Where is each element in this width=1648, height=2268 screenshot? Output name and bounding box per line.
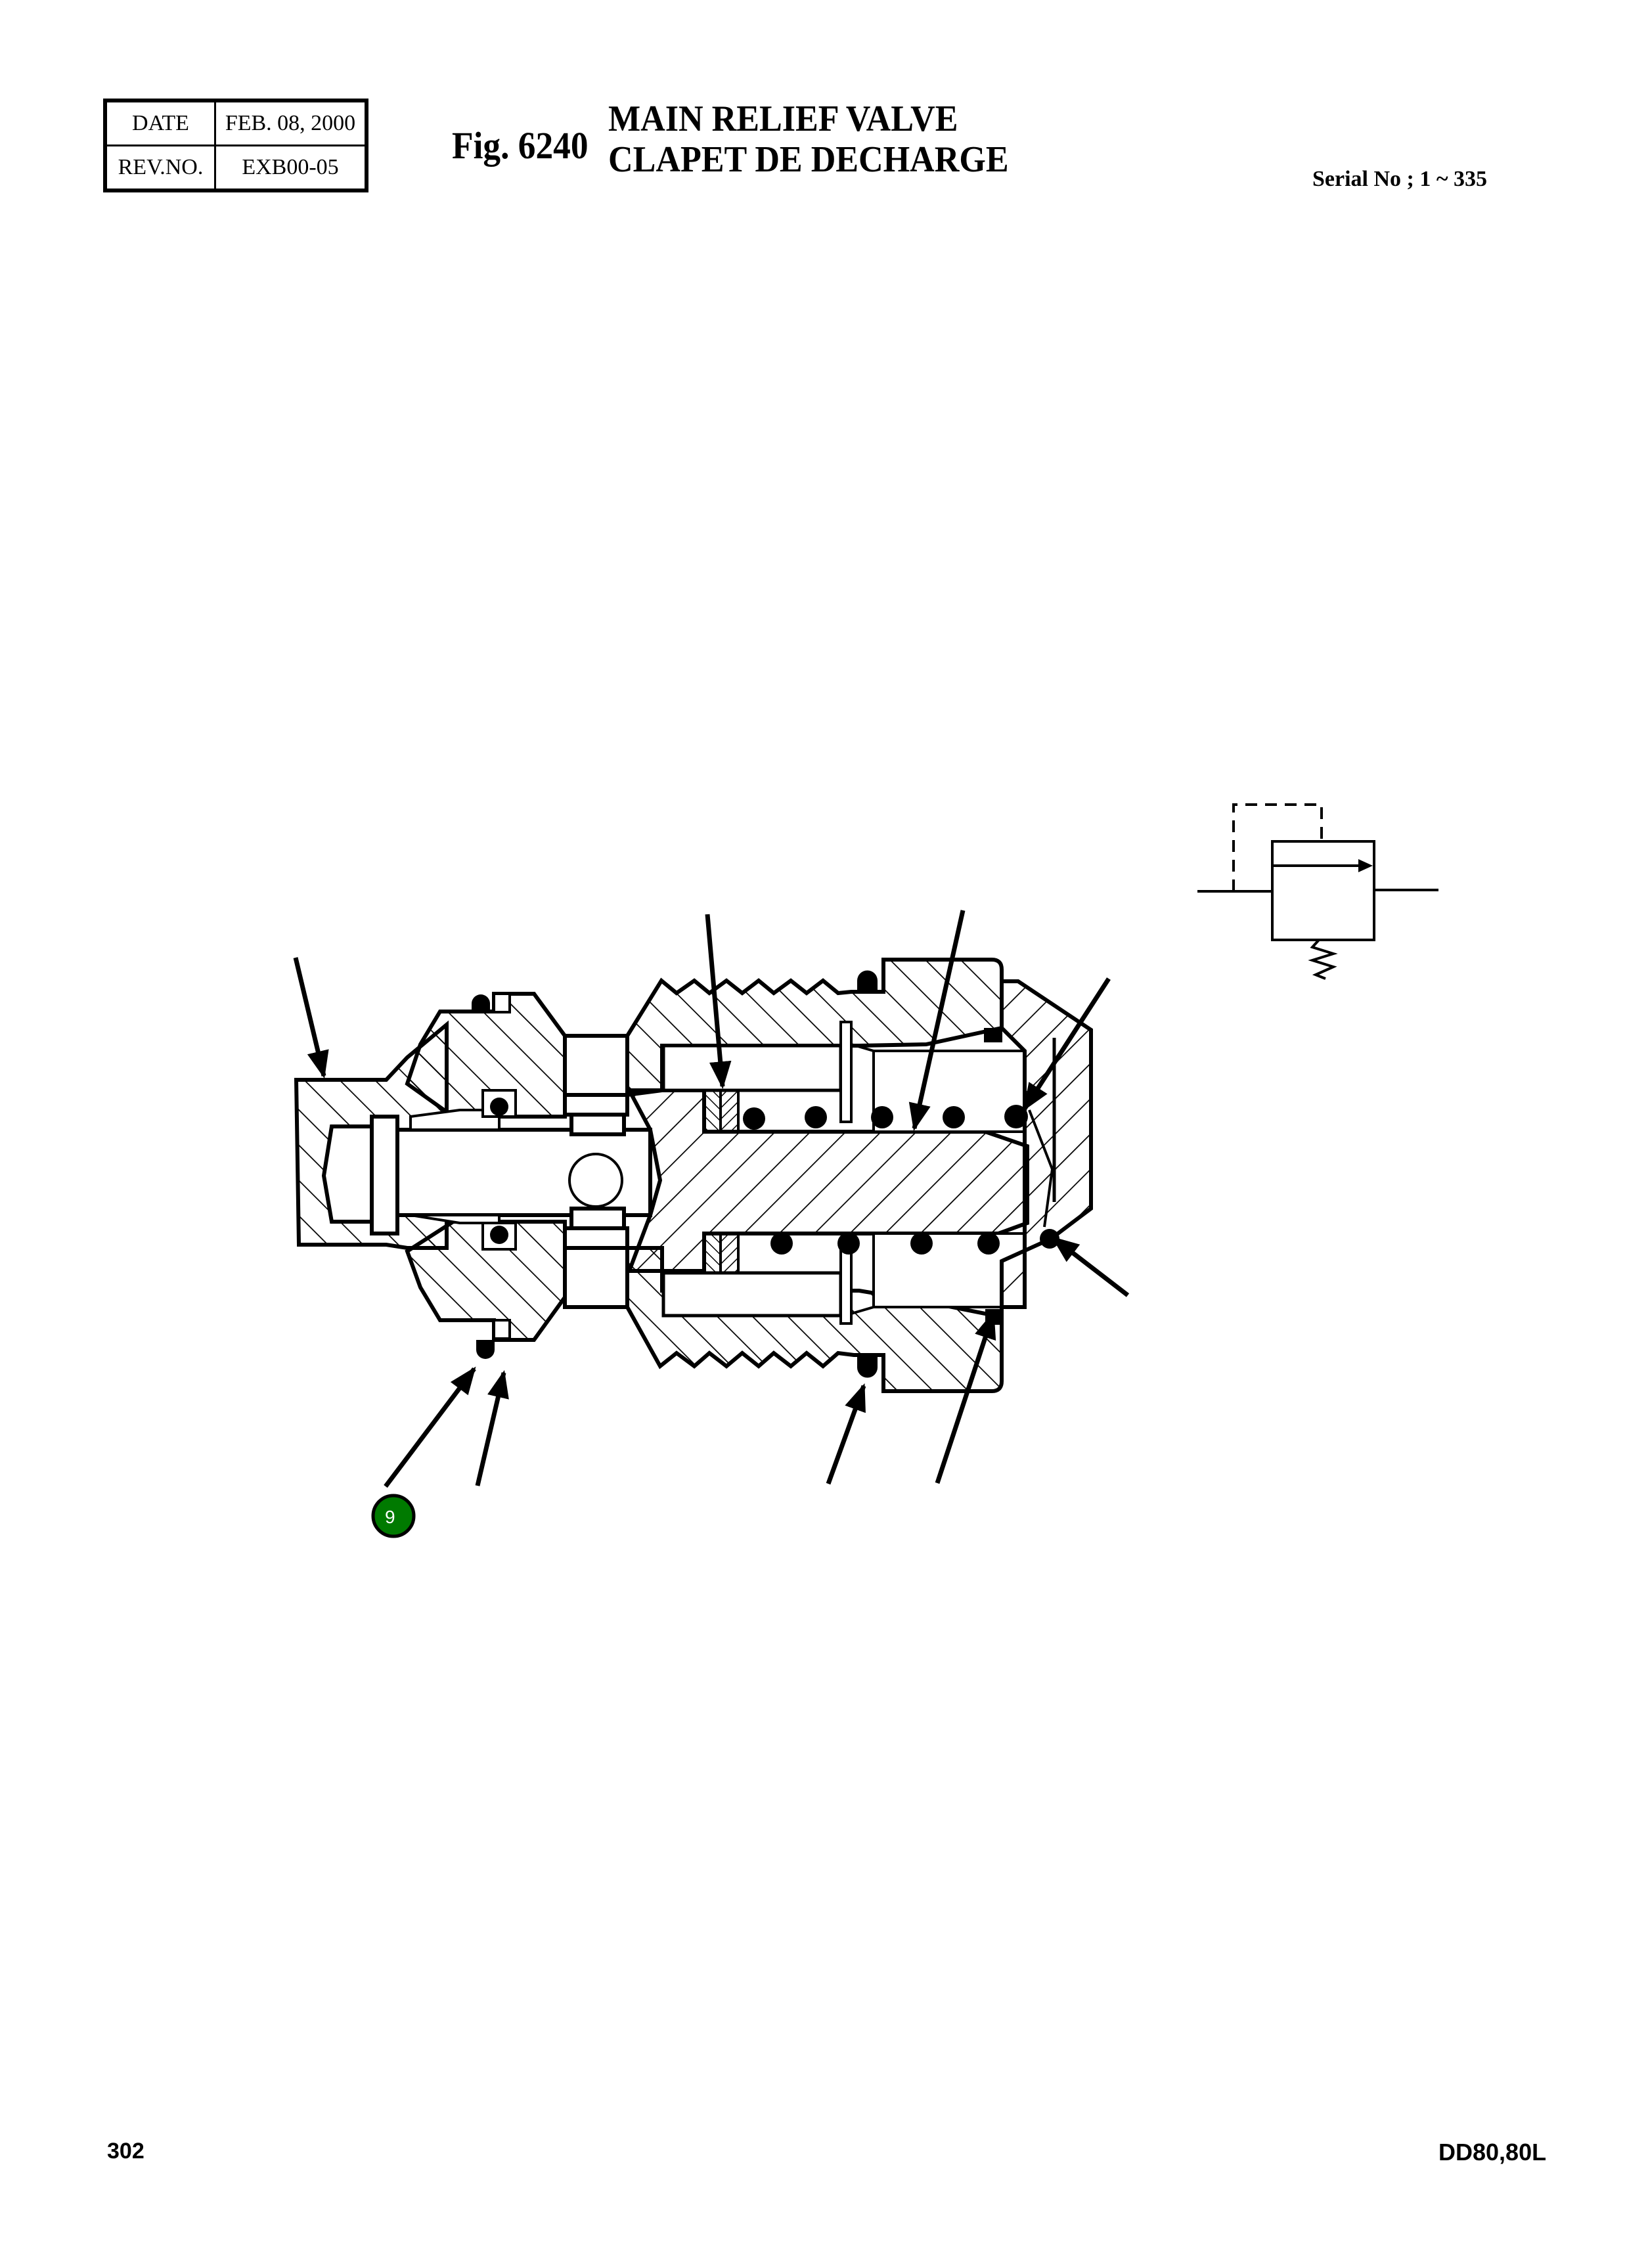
callout-9[interactable]: 9: [371, 1494, 416, 1538]
leader-lines: [293, 910, 1130, 1488]
serial-range: Serial No ; 1 ~ 335: [1312, 167, 1488, 191]
spring-icon: [1308, 939, 1338, 980]
valve-body-lower: [625, 1246, 1004, 1393]
backup-ring-upper: [703, 1089, 722, 1134]
date-value: FEB. 08, 2000: [214, 99, 368, 146]
o-ring-icon: [857, 1355, 878, 1378]
valve-body-upper: [625, 958, 1004, 1098]
o-ring-icon: [476, 1340, 495, 1359]
page-title: MAIN RELIEF VALVE CLAPET DE DECHARGE: [608, 99, 1009, 180]
figure-number: Fig. 6240: [452, 124, 589, 167]
leader-line: [826, 1383, 866, 1485]
adapter-lower: [405, 1220, 567, 1342]
date-label: DATE: [104, 99, 216, 146]
leader-line: [1023, 977, 1111, 1111]
leader-line: [475, 1369, 509, 1486]
model-name: DD80,80L: [1438, 2139, 1547, 2166]
rev-row: REV.NO. EXB00-05: [104, 145, 368, 192]
leader-line: [1051, 1236, 1130, 1297]
leader-line: [384, 1366, 476, 1488]
seals-and-springs: [472, 970, 1059, 1378]
port-hole: [568, 1153, 623, 1208]
adapter-upper: [405, 992, 567, 1119]
revision-table: DATE FEB. 08, 2000 REV.NO. EXB00-05: [103, 99, 368, 192]
backup-ring-lower: [703, 1232, 722, 1274]
leader-line: [293, 957, 329, 1079]
leader-line: [935, 1311, 996, 1484]
o-ring-icon: [857, 970, 878, 992]
date-row: DATE FEB. 08, 2000: [104, 99, 368, 146]
rev-value: EXB00-05: [214, 145, 368, 192]
title-english: MAIN RELIEF VALVE: [608, 99, 958, 139]
rev-label: REV.NO.: [104, 145, 216, 192]
o-ring-icon: [472, 994, 490, 1012]
callout-number: 9: [385, 1507, 395, 1527]
flow-arrow-icon: [1358, 859, 1373, 872]
page-number: 302: [107, 2139, 145, 2164]
pin-upper: [839, 1021, 853, 1123]
leader-line: [705, 914, 732, 1090]
leader-line: [908, 910, 966, 1132]
relief-valve-symbol: [1197, 803, 1438, 980]
hex-connector: [563, 1034, 629, 1309]
title-french: CLAPET DE DECHARGE: [608, 139, 1009, 180]
